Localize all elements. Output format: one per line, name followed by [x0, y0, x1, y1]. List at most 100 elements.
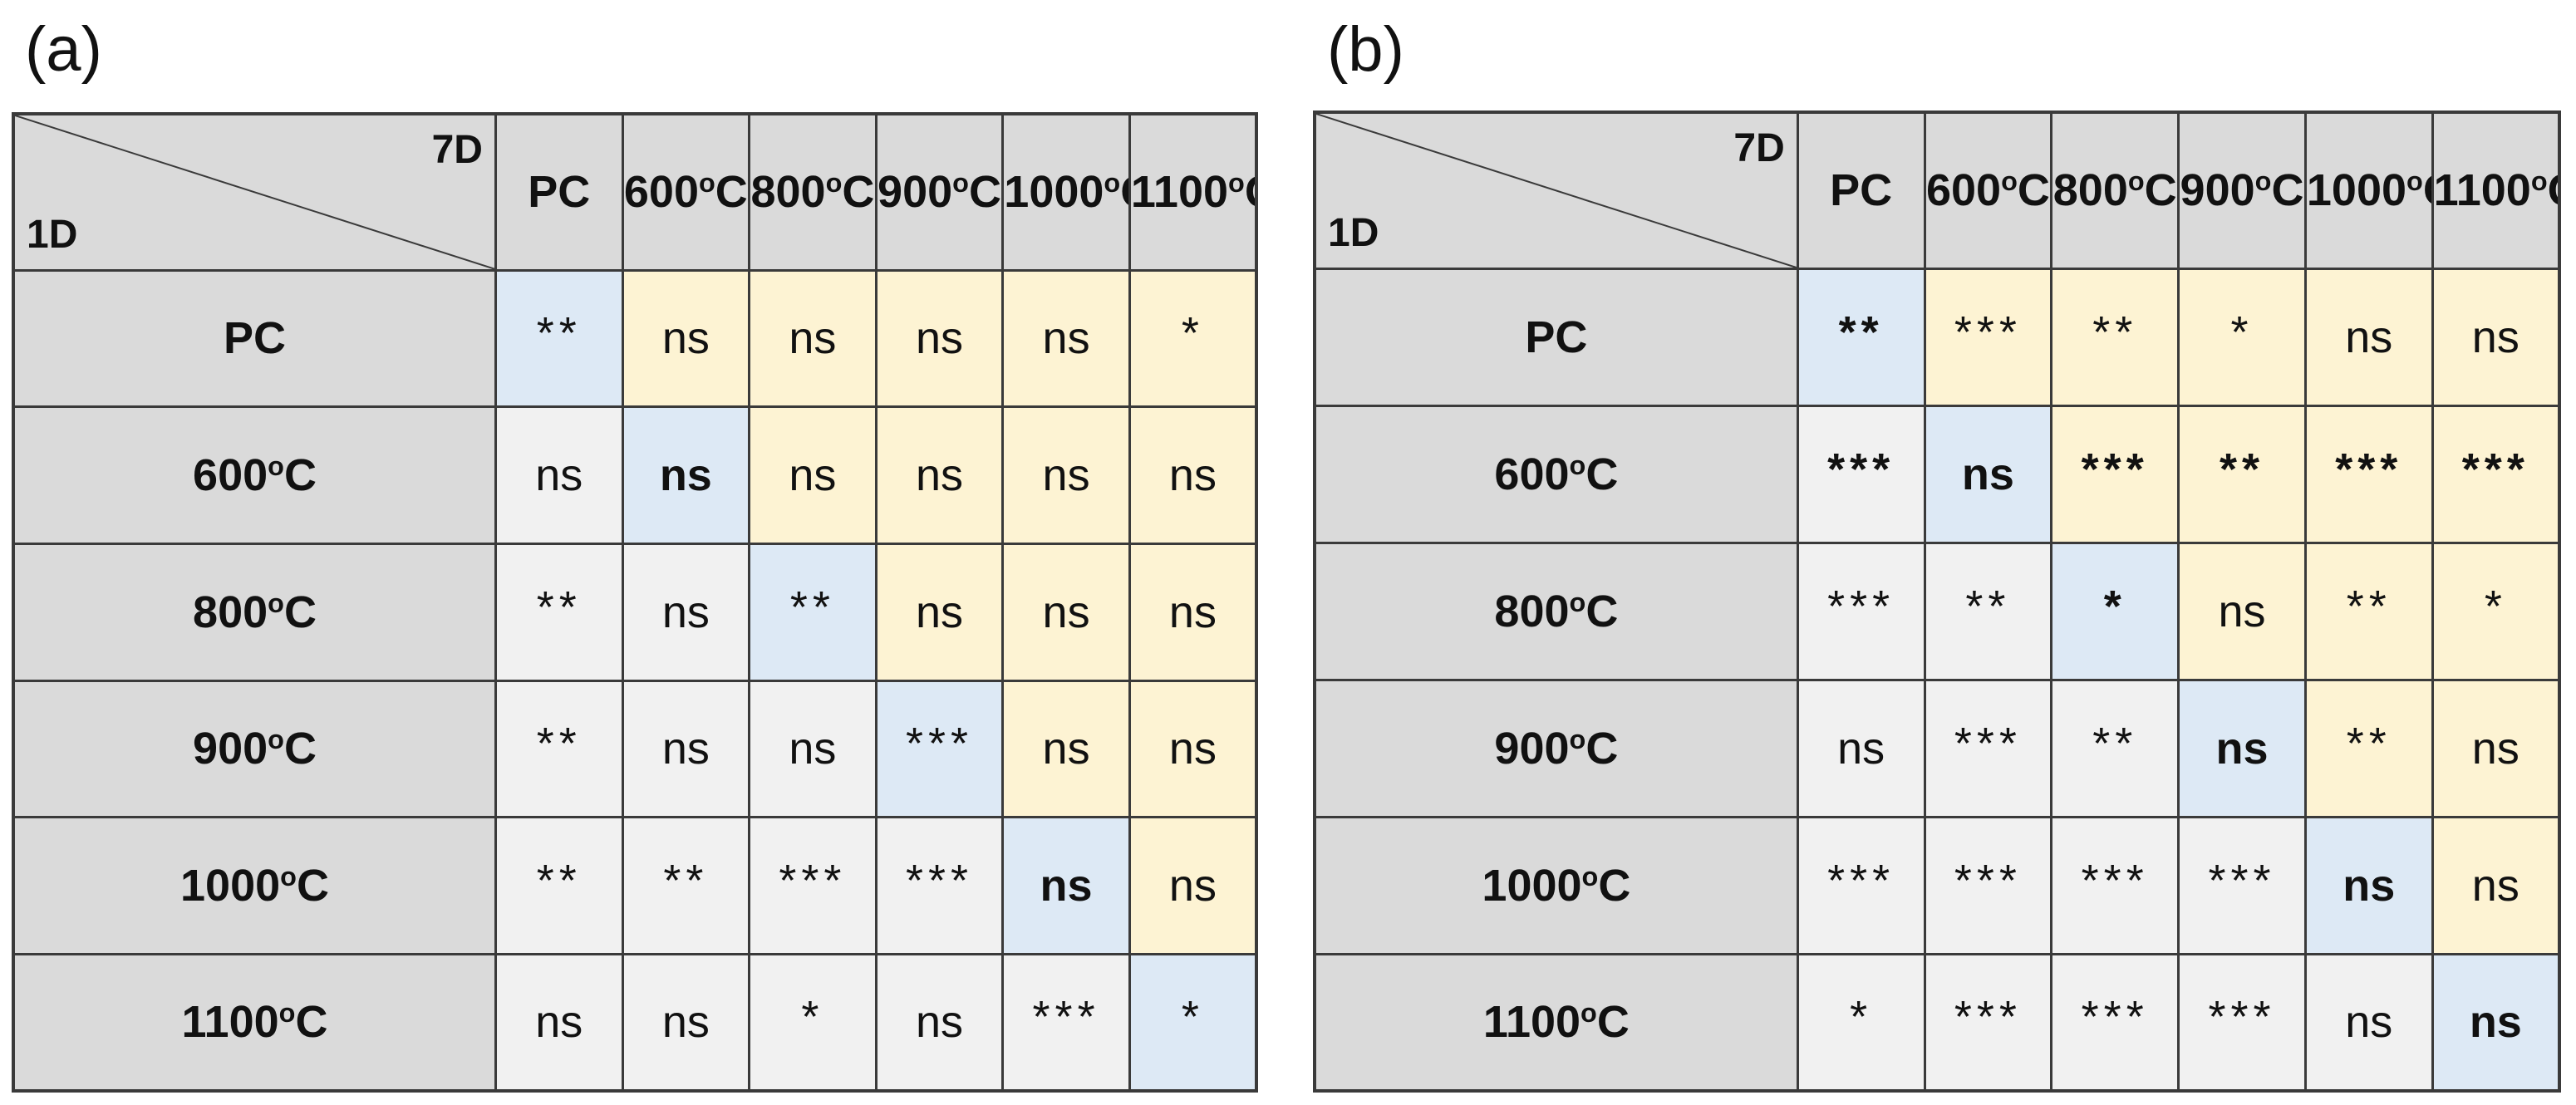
row-header: 600oC [1313, 404, 1799, 544]
degree-symbol: o [268, 724, 284, 755]
significance-value: ns [789, 313, 837, 364]
significance-cell: ns [2431, 267, 2561, 407]
significance-cell: ns [2431, 815, 2561, 955]
significance-value: ns [1168, 860, 1217, 911]
panel-label: (b) [1327, 14, 1404, 85]
corner-bottom-label: 1D [27, 212, 78, 257]
significance-value: ns [2345, 312, 2393, 362]
significance-cell: *** [1923, 678, 2053, 818]
significance-table-b: 7D1DPC600oC800oC900oC1000oC1100oCPC*****… [1313, 110, 2561, 1093]
row-header: 900oC [1313, 678, 1799, 818]
significance-value: *** [779, 855, 847, 906]
significance-value: *** [2461, 444, 2529, 494]
significance-value: *** [1954, 718, 2022, 769]
significance-value: ns [661, 997, 710, 1048]
significance-cell: ns [2431, 678, 2561, 818]
significance-cell: ns [621, 542, 751, 682]
significance-cell: ns [1001, 542, 1131, 682]
significance-value: ns [789, 724, 837, 774]
significance-value: ns [1168, 724, 1217, 774]
significance-cell: ** [2303, 678, 2434, 818]
significance-cell: * [2431, 541, 2561, 681]
corner-diagonal [15, 115, 494, 269]
significance-value: * [801, 992, 824, 1043]
significance-cell: ns [2303, 267, 2434, 407]
significance-cell: ** [621, 816, 751, 955]
significance-value: ns [915, 450, 964, 501]
row-header: 600oC [12, 405, 497, 545]
significance-value: ns [1168, 450, 1217, 501]
degree-symbol: o [698, 168, 715, 199]
significance-value: ** [536, 719, 582, 769]
significance-value: *** [905, 719, 974, 769]
degree-symbol: o [1228, 168, 1245, 199]
significance-value: ns [1837, 723, 1885, 774]
significance-cell: ns [1001, 405, 1131, 545]
significance-cell: * [1796, 952, 1926, 1093]
row-header: 1000oC [1313, 815, 1799, 955]
significance-value: *** [1954, 855, 2022, 906]
row-header: 1100oC [12, 952, 497, 1093]
significance-cell: ns [1128, 542, 1258, 682]
significance-cell: ** [2177, 404, 2307, 544]
row-header: 900oC [12, 679, 497, 819]
significance-value: ns [915, 587, 964, 637]
significance-cell: *** [2050, 404, 2180, 544]
corner-top-label: 7D [1733, 126, 1785, 170]
significance-value: ns [535, 997, 583, 1048]
significance-cell: * [2050, 541, 2180, 681]
significance-value: *** [1827, 444, 1895, 494]
significance-cell: ns [874, 405, 1005, 545]
significance-value: ** [1838, 307, 1884, 357]
row-header: 800oC [1313, 541, 1799, 681]
significance-cell: ns [621, 268, 751, 409]
row-header: 1000oC [12, 816, 497, 955]
significance-value: ns [661, 313, 710, 364]
significance-value: ns [915, 313, 964, 364]
degree-symbol: o [825, 168, 843, 199]
significance-cell: *** [2177, 952, 2307, 1093]
degree-symbol: o [2127, 166, 2145, 197]
significance-value: ns [2218, 586, 2266, 636]
significance-cell: ns [494, 952, 624, 1093]
row-header: 1100oC [1313, 952, 1799, 1093]
significance-value: ns [1042, 587, 1090, 637]
significance-cell: ns [1923, 404, 2053, 544]
column-header: 900oC [874, 112, 1005, 272]
corner-bottom-label: 1D [1328, 210, 1379, 255]
significance-cell: *** [1001, 952, 1131, 1093]
degree-symbol: o [2530, 166, 2548, 197]
significance-cell: ns [2177, 541, 2307, 681]
degree-symbol: o [1581, 861, 1599, 891]
significance-value: ** [2219, 444, 2264, 494]
significance-cell: ns [874, 268, 1005, 409]
significance-value: ns [2345, 997, 2393, 1048]
row-header: PC [12, 268, 497, 409]
significance-value: ns [1961, 449, 2014, 499]
significance-cell: ns [2177, 678, 2307, 818]
significance-cell: ns [2303, 952, 2434, 1093]
significance-cell: ns [1128, 405, 1258, 545]
significance-value: * [1181, 992, 1204, 1043]
significance-value: ns [661, 724, 710, 774]
significance-cell: ** [2303, 541, 2434, 681]
column-header: 1000oC [1001, 112, 1131, 272]
significance-cell: *** [1923, 952, 2053, 1093]
degree-symbol: o [1569, 724, 1586, 754]
significance-value: *** [1954, 992, 2022, 1043]
significance-value: ns [2471, 312, 2519, 362]
significance-value: ns [661, 587, 710, 637]
significance-cell: ns [494, 405, 624, 545]
significance-value: ns [1042, 450, 1090, 501]
degree-symbol: o [1569, 450, 1586, 481]
significance-cell: * [748, 952, 878, 1093]
significance-cell: *** [1923, 815, 2053, 955]
significance-cell: *** [1796, 541, 1926, 681]
corner-diagonal [1316, 114, 1797, 268]
degree-symbol: o [2254, 166, 2272, 197]
